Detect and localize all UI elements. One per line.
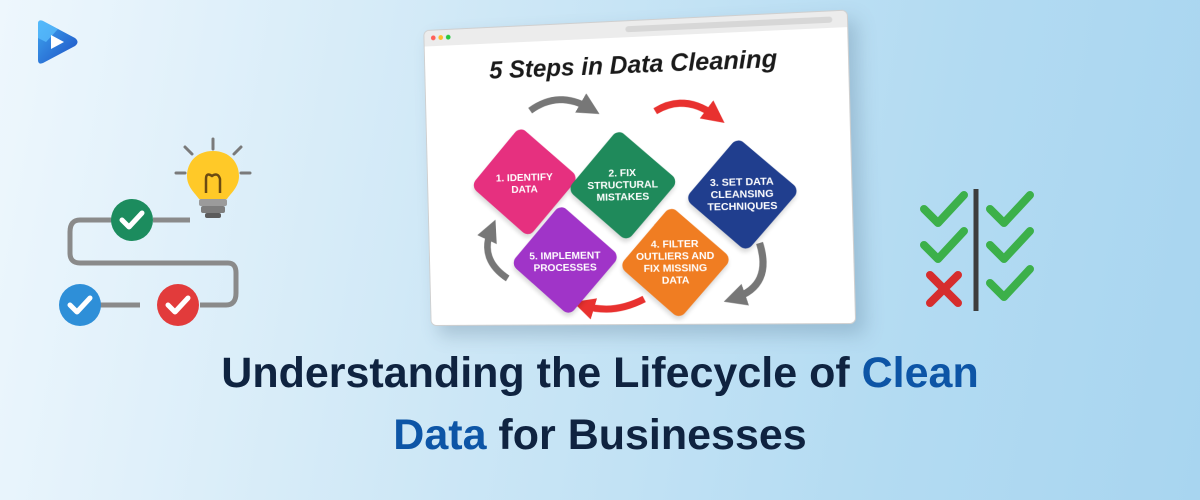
arrow-2-to-3 <box>655 102 716 118</box>
arrow-3-to-4 <box>733 243 764 298</box>
infographic: 5 Steps in Data Cleaning <box>425 27 855 325</box>
arrow-5-to-1 <box>487 229 508 278</box>
logo-play-icon <box>38 20 78 64</box>
check-icon <box>157 284 199 326</box>
arrow-4-to-5 <box>583 299 644 309</box>
window-maximize-dot <box>445 34 451 40</box>
checklist-illustration <box>920 189 1034 311</box>
check-icon <box>920 227 968 263</box>
check-icon <box>986 227 1034 263</box>
headline-highlight: Data <box>393 411 487 459</box>
check-icon <box>59 284 101 326</box>
browser-window: 5 Steps in Data Cleaning <box>423 10 856 326</box>
page-headline: Understanding the Lifecycle of Clean Dat… <box>0 342 1200 466</box>
window-minimize-dot <box>438 34 444 41</box>
headline-line-2: Data for Businesses <box>393 411 807 459</box>
check-icon <box>920 191 968 227</box>
check-icon <box>111 199 153 241</box>
process-path-illustration <box>59 137 252 326</box>
cross-icon <box>926 271 962 307</box>
headline-highlight: Clean <box>861 349 979 397</box>
headline-line-1: Understanding the Lifecycle of Clean <box>221 349 979 397</box>
check-icon <box>986 191 1034 227</box>
check-icon <box>986 265 1034 301</box>
window-close-dot <box>430 35 436 41</box>
arrow-1-to-2 <box>530 99 590 111</box>
lightbulb-icon <box>174 137 252 218</box>
